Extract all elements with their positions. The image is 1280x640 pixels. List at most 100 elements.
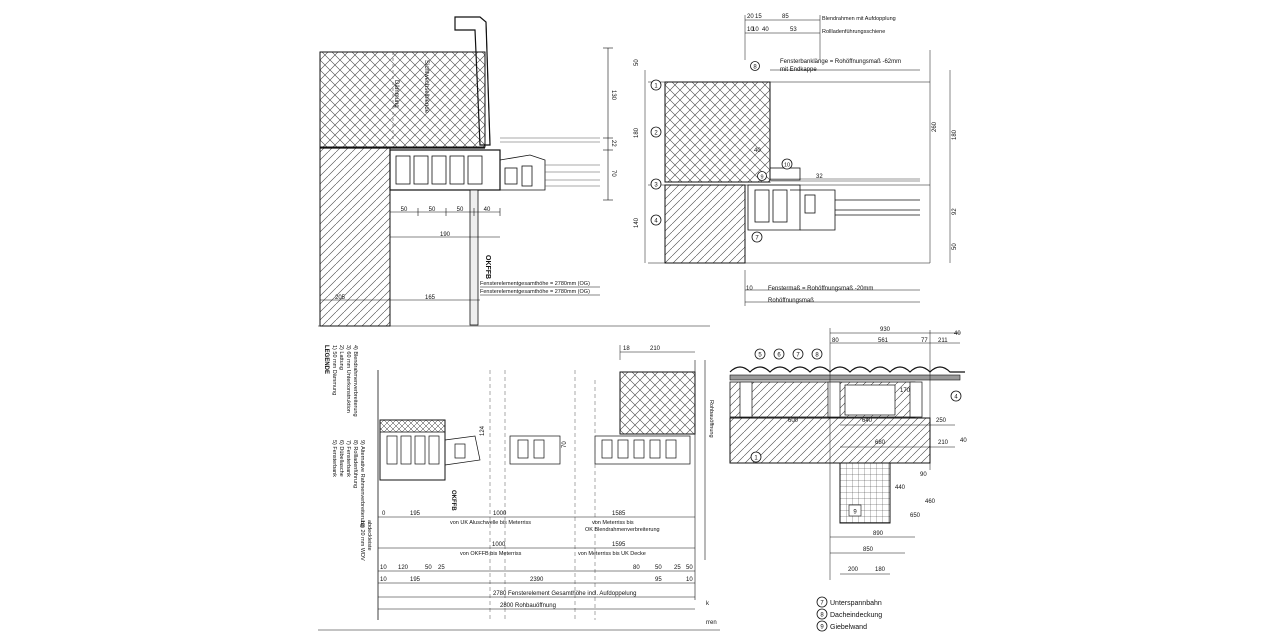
svg-text:6: 6	[777, 353, 781, 359]
rohbau-label: 2800 Rohbauöffnung	[500, 603, 556, 609]
dim-205: 205	[335, 295, 346, 301]
row1-dim: 1585	[612, 511, 626, 517]
dim-label: 50	[401, 207, 408, 213]
legend-title: LEGENDE	[323, 345, 329, 374]
row1-label: OK Blendrahmenverbreiterung	[585, 527, 660, 533]
row2-dim: 1000	[492, 542, 506, 548]
legend-line: 9) Alternative Rahmenverbreiterung	[359, 440, 365, 527]
gesamt-label: 2780 Fensterelement Gesamthöhe incl. Auf…	[493, 591, 636, 597]
top-dim: 561	[878, 338, 889, 344]
legend-text: Unterspannbahn	[830, 600, 882, 607]
row4-dim: 95	[655, 577, 662, 583]
row1-dim: 195	[410, 511, 421, 517]
legend-line: 1) 50 mm Dämmung	[331, 345, 337, 395]
callout-8: 8	[750, 61, 760, 71]
svg-text:2: 2	[654, 131, 658, 137]
legend-line: 8) Rollladenführung	[352, 440, 358, 488]
dim-50: 50	[634, 59, 640, 66]
row1-label: von UK Aluschwelle bis Meterriss	[450, 520, 531, 526]
row3-dim: 25	[674, 565, 681, 571]
legend-line: abdeckleiste	[366, 520, 372, 551]
legend-text: Dacheindeckung	[830, 612, 882, 619]
hdr-dim: 20	[747, 14, 754, 20]
masonry-below	[664, 184, 746, 264]
title-blendrahmen: Blendrahmen mit Aufdopplung	[822, 16, 896, 22]
legend-num: 7	[820, 601, 824, 607]
row3-dim: 120	[398, 565, 409, 571]
callout-7: 7	[751, 231, 763, 243]
gesamt-label-2: Fensterelementgesamthöhe = 2780mm (OG)	[480, 289, 590, 295]
gable-wall	[839, 462, 891, 524]
dim-92: 92	[952, 208, 958, 215]
svg-text:4: 4	[654, 219, 658, 225]
legend-bottom-right: 7 Unterspannbahn 8 Dacheindeckung 9 Gieb…	[816, 596, 882, 632]
row1-label: von Meterriss bis	[592, 520, 634, 526]
dim-18: 18	[623, 346, 630, 352]
svg-text:4: 4	[954, 395, 958, 401]
row4-dim: 10	[686, 577, 693, 583]
detail-top-left: Sichtwechselblende Dämmung 130 22 70 5	[319, 16, 616, 327]
dim-124: 124	[480, 425, 486, 436]
dim-260: 260	[932, 121, 938, 132]
dim-250: 250	[936, 418, 947, 424]
bank-label-2: mit Endkappe	[780, 67, 817, 73]
legend-line: 4) Blendrahmenverbreiterung	[352, 345, 358, 417]
legend-line: 7) Fensterbank	[345, 440, 351, 477]
dim-40: 40	[954, 331, 961, 337]
svg-text:10: 10	[784, 163, 790, 169]
dim-50b: 50	[952, 243, 958, 250]
dim-440: 440	[895, 485, 906, 491]
dim-40: 40	[754, 148, 761, 154]
dim-70: 70	[562, 441, 568, 448]
hdr-dim: 15	[755, 14, 762, 20]
hdr-dim: 85	[782, 14, 789, 20]
gesamt-label-1: Fensterelementgesamthöhe = 2780mm (OG)	[480, 281, 590, 287]
bank-label-1: Fensterbanklänge = Rohöffnungsmaß -62mm	[780, 59, 901, 65]
legend-vertical: LEGENDE 1) 50 mm Dämmung 2) Lattung 3) 6…	[323, 345, 372, 561]
callout-9b: 9	[848, 504, 862, 517]
rren-fragment: rren	[706, 620, 717, 626]
callout-10: 10	[781, 158, 793, 170]
callout-5: 5	[754, 348, 766, 360]
svg-text:5: 5	[758, 353, 762, 359]
callout-3: 3	[650, 178, 662, 190]
row1-dim: 0	[382, 511, 386, 517]
svg-text:Sichtwechselblende: Sichtwechselblende	[423, 60, 429, 114]
dim-180b: 180	[952, 129, 958, 140]
top-dim: 80	[832, 338, 839, 344]
dim-210: 210	[650, 346, 661, 352]
top-dim: 77	[921, 338, 928, 344]
rohoeffnung-label: Rohöffnungsmaß	[768, 298, 814, 304]
svg-text:1: 1	[754, 456, 758, 462]
legend-num: 8	[820, 613, 824, 619]
dim-650: 650	[910, 513, 921, 519]
hdr-dim: 53	[790, 27, 797, 33]
svg-text:Dämmung: Dämmung	[393, 80, 399, 108]
svg-text:9: 9	[853, 510, 857, 516]
top-dim: 211	[938, 338, 948, 344]
svg-text:22: 22	[610, 140, 616, 147]
svg-text:70: 70	[610, 170, 616, 177]
callout-7b: 7	[792, 348, 804, 360]
svg-text:8: 8	[753, 65, 757, 71]
svg-text:130: 130	[610, 90, 616, 101]
row3-mid: 2390	[530, 577, 544, 583]
callout-1b: 1	[750, 451, 762, 463]
legend-text: Giebelwand	[830, 624, 867, 631]
callout-9: 9	[757, 171, 767, 181]
dim-90: 90	[920, 472, 927, 478]
row4-dim: 10	[380, 577, 387, 583]
legend-line: 5) Fensterbank	[331, 440, 337, 477]
callout-1: 1	[650, 79, 662, 91]
dim-140: 140	[634, 217, 640, 228]
row4-dim: 195	[410, 577, 421, 583]
dim-165: 165	[425, 295, 436, 301]
dim-930: 930	[880, 327, 891, 333]
svg-text:9: 9	[760, 175, 763, 181]
dim-label: 50	[457, 207, 464, 213]
hdr-dim: 10	[747, 27, 754, 33]
hdr-dim: 40	[762, 27, 769, 33]
callout-8b: 8	[811, 348, 823, 360]
dim-10: 10	[746, 286, 753, 292]
